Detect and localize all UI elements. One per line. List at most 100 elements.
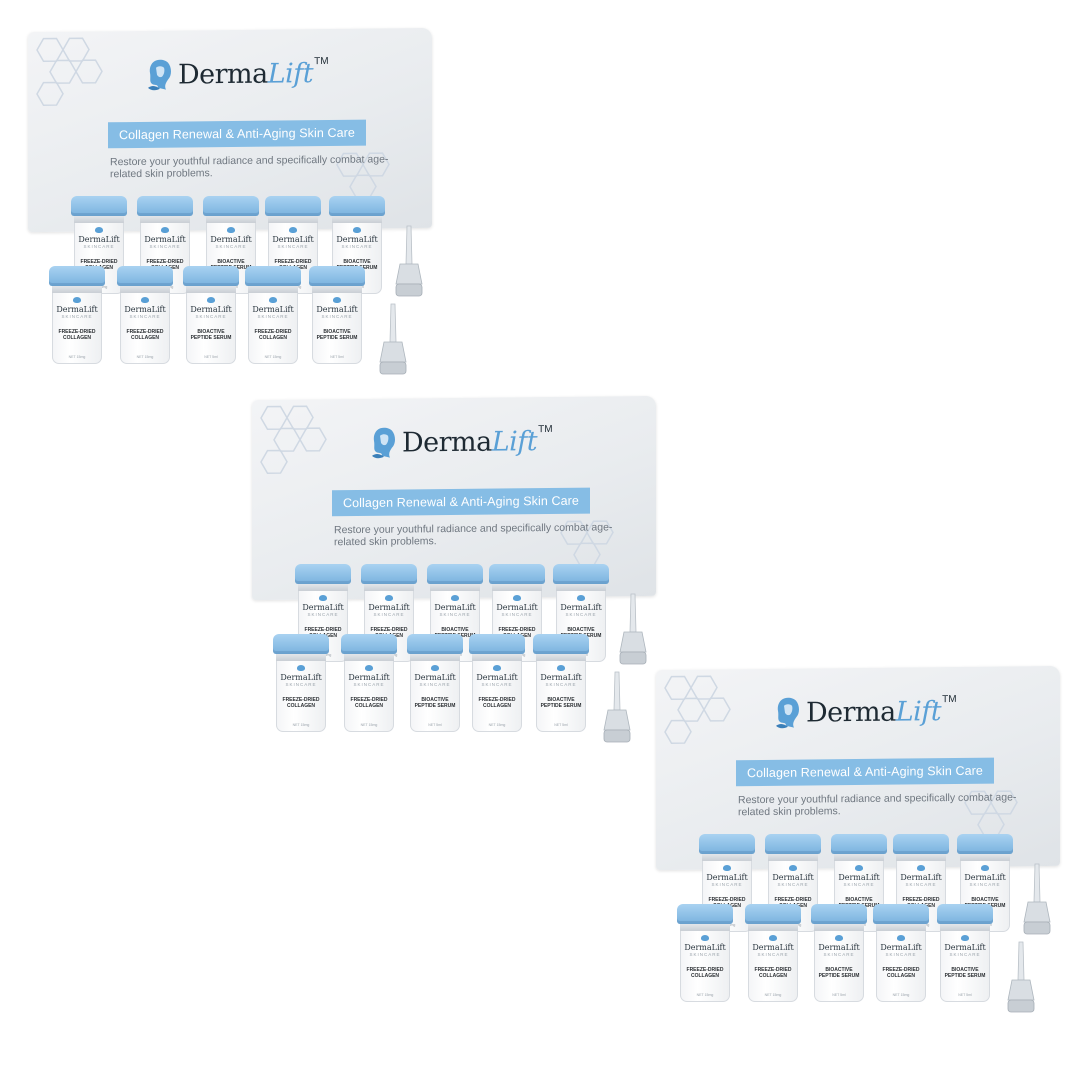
- vial-subtitle: SKINCARE: [481, 682, 513, 687]
- vial-subtitle: SKINCARE: [969, 882, 1001, 887]
- vial-subtitle: SKINCARE: [777, 882, 809, 887]
- hexagon-pattern: [36, 37, 103, 107]
- brand-name-accent: Lift: [491, 425, 538, 458]
- vial-subtitle: SKINCARE: [689, 952, 721, 957]
- product-banner: Collagen Renewal & Anti-Aging Skin Care: [108, 119, 366, 149]
- vial-subtitle: SKINCARE: [257, 314, 289, 319]
- flower-logo-icon: [73, 297, 81, 303]
- flower-logo-icon: [333, 297, 341, 303]
- vial-net-weight: NET 5ml: [554, 723, 568, 727]
- vial-logo-text: DermaLift: [880, 943, 922, 952]
- vial-logo-text: DermaLift: [190, 305, 232, 314]
- vial-crimp: [276, 654, 326, 661]
- vial-subtitle: SKINCARE: [905, 882, 937, 887]
- vial-crimp: [332, 216, 382, 223]
- vial-cap: [427, 564, 483, 584]
- vial-crimp: [298, 584, 348, 591]
- vial-subtitle: SKINCARE: [439, 612, 471, 617]
- vial-subtitle: SKINCARE: [373, 612, 405, 617]
- vial-logo-text: DermaLift: [706, 873, 748, 882]
- vial-product-name: BIOACTIVE PEPTIDE SERUM: [316, 329, 358, 341]
- vial-logo-text: DermaLift: [838, 873, 880, 882]
- vial-net-weight: NET 15mg: [68, 355, 86, 359]
- vial-subtitle: SKINCARE: [277, 244, 309, 249]
- dropper-tip-icon: [1020, 862, 1054, 938]
- vial-net-weight: NET 5ml: [428, 723, 442, 727]
- vial-cap: [873, 904, 929, 924]
- vial-cap: [183, 266, 239, 286]
- vial-cap: [203, 196, 259, 216]
- vial-crimp: [960, 854, 1010, 861]
- vial-logo-text: DermaLift: [818, 943, 860, 952]
- vial-cap: [811, 904, 867, 924]
- vial-cap: [699, 834, 755, 854]
- vial-crimp: [268, 216, 318, 223]
- vial-cap: [469, 634, 525, 654]
- flower-logo-icon: [141, 297, 149, 303]
- vial-logo-text: DermaLift: [144, 235, 186, 244]
- vial-subtitle: SKINCARE: [353, 682, 385, 687]
- vial-subtitle: SKINCARE: [843, 882, 875, 887]
- vial-crimp: [834, 854, 884, 861]
- vial-subtitle: SKINCARE: [341, 244, 373, 249]
- brand-name: Derma: [806, 696, 896, 729]
- vial-cap: [893, 834, 949, 854]
- vial-subtitle: SKINCARE: [83, 244, 115, 249]
- vial-cap: [533, 634, 589, 654]
- dropper-tip-icon: [392, 224, 426, 300]
- vial-product-name: BIOACTIVE PEPTIDE SERUM: [190, 329, 232, 341]
- vial-logo-text: DermaLift: [78, 235, 120, 244]
- vial-crimp: [876, 924, 926, 931]
- vial-logo-text: DermaLift: [434, 603, 476, 612]
- vial-logo-text: DermaLift: [302, 603, 344, 612]
- flower-logo-icon: [769, 935, 777, 941]
- trademark-symbol: TM: [942, 693, 957, 705]
- flower-logo-icon: [961, 935, 969, 941]
- flower-logo-icon: [353, 227, 361, 233]
- vial-net-weight: NET 5ml: [330, 355, 344, 359]
- vial-net-weight: NET 15mg: [488, 723, 506, 727]
- vial-subtitle: SKINCARE: [195, 314, 227, 319]
- vial-subtitle: SKINCARE: [501, 612, 533, 617]
- vial-net-weight: NET 5ml: [204, 355, 218, 359]
- vial-crimp: [940, 924, 990, 931]
- product-description: Restore your youthful radiance and speci…: [738, 791, 1017, 819]
- flower-logo-icon: [451, 595, 459, 601]
- vial-product-name: BIOACTIVE PEPTIDE SERUM: [944, 967, 986, 979]
- vial-crimp: [344, 654, 394, 661]
- vial-logo-text: DermaLift: [560, 603, 602, 612]
- vial-crimp: [748, 924, 798, 931]
- dropper-tip-icon: [600, 670, 634, 746]
- flower-logo-icon: [513, 595, 521, 601]
- vial-cap: [677, 904, 733, 924]
- vial-logo-text: DermaLift: [772, 873, 814, 882]
- flower-logo-icon: [897, 935, 905, 941]
- flower-logo-icon: [577, 595, 585, 601]
- flower-logo-icon: [227, 227, 235, 233]
- vial-logo-text: DermaLift: [316, 305, 358, 314]
- vial-logo-text: DermaLift: [964, 873, 1006, 882]
- vial-logo-text: DermaLift: [684, 943, 726, 952]
- vial-crimp: [248, 286, 298, 293]
- brand-name-accent: Lift: [267, 57, 314, 90]
- flower-logo-icon: [289, 227, 297, 233]
- vial-cap: [957, 834, 1013, 854]
- vial-subtitle: SKINCARE: [307, 612, 339, 617]
- vial-crimp: [814, 924, 864, 931]
- vial-crimp: [492, 584, 542, 591]
